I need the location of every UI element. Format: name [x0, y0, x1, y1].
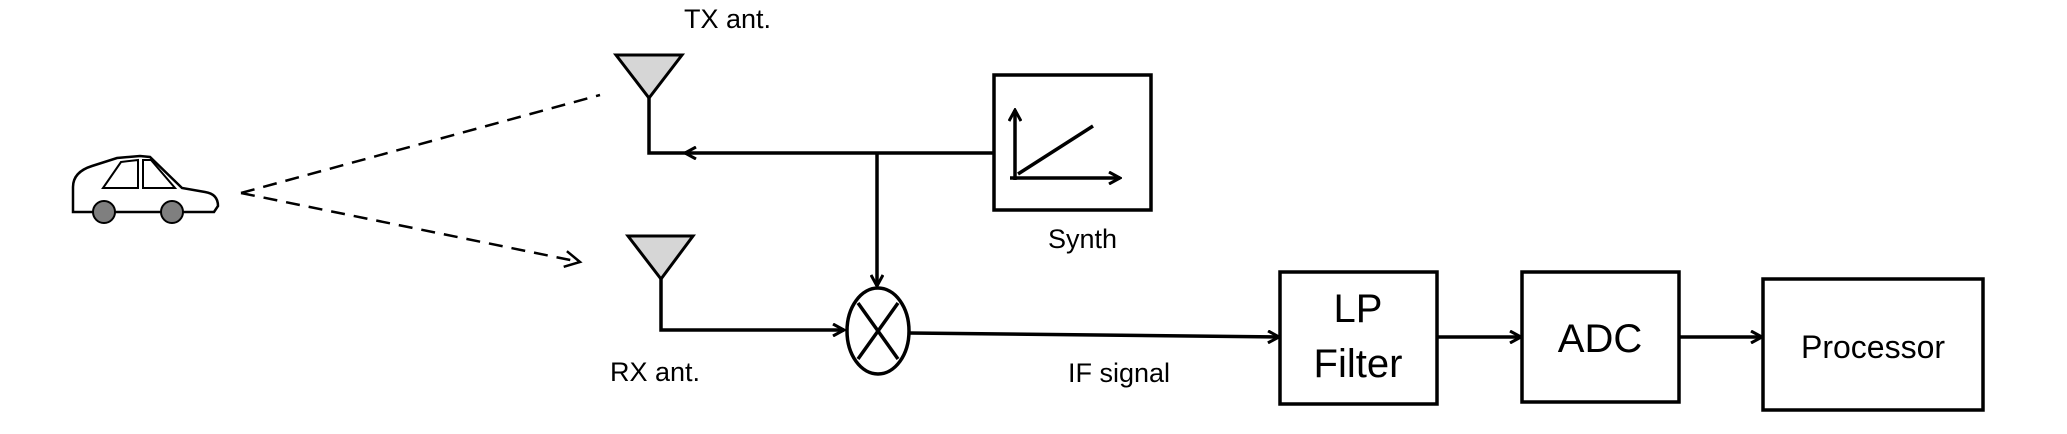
- lp-filter-label-line2: Filter: [1314, 342, 1403, 386]
- car-icon: [71, 154, 220, 224]
- lp-filter-label-line1: LP: [1334, 287, 1383, 331]
- adc-label: ADC: [1558, 317, 1642, 361]
- if-signal-wire: [908, 333, 1279, 337]
- tx-antenna-icon: [612, 53, 686, 101]
- tx-feed-line: [647, 98, 686, 155]
- rx-antenna-label: RX ant.: [610, 357, 700, 387]
- car-wheel-rear: [160, 200, 184, 224]
- processor-block: [1761, 277, 1985, 412]
- tx-antenna-label: TX ant.: [684, 4, 771, 34]
- car-wheel-front: [92, 200, 116, 224]
- rx-antenna-icon: [624, 234, 696, 282]
- processor-label: Processor: [1801, 329, 1945, 365]
- rx-to-mixer-wire: [659, 279, 844, 330]
- chirp-ramp-icon: [1010, 110, 1120, 180]
- reflected-wave-path: [240, 191, 583, 269]
- synth-label: Synth: [1048, 224, 1117, 254]
- mixer-icon: [845, 286, 911, 376]
- if-signal-label: IF signal: [1068, 358, 1170, 388]
- synth-block: [992, 73, 1153, 212]
- adc-block: [1520, 270, 1681, 404]
- transmitted-wave-path: [240, 93, 601, 195]
